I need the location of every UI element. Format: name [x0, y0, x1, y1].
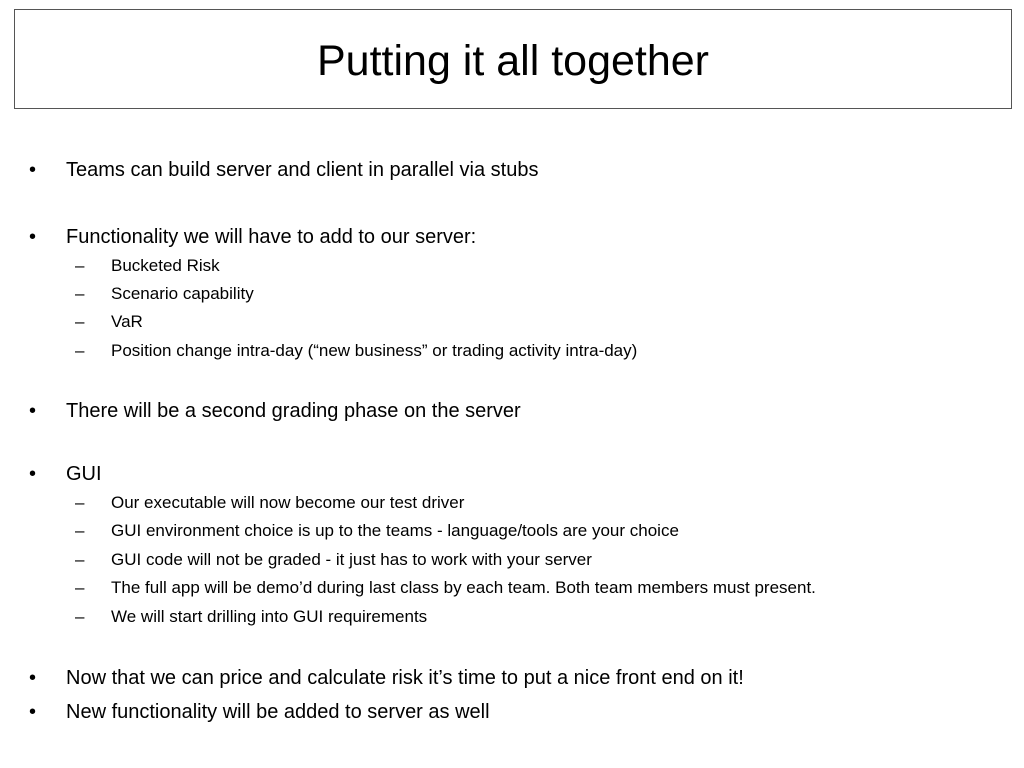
sub-item: – GUI code will not be graded - it just h… [75, 550, 592, 570]
sub-item-text: Position change intra-day (“new business… [111, 341, 638, 360]
dash-mark: – [75, 341, 85, 360]
title-box: Putting it all together [14, 9, 1012, 109]
bullet-item: • New functionality will be added to serv… [29, 700, 490, 724]
dash-mark: – [75, 493, 85, 512]
sub-item: – Bucketed Risk [75, 256, 220, 276]
bullet-text: Functionality we will have to add to our… [66, 226, 477, 248]
sub-item: – Scenario capability [75, 284, 254, 304]
sub-item-text: Our executable will now become our test … [111, 493, 465, 512]
bullet-mark: • [29, 701, 37, 723]
bullet-mark: • [29, 463, 37, 485]
sub-item: – VaR [75, 312, 143, 332]
sub-item-text: Bucketed Risk [111, 256, 220, 275]
sub-item: – We will start drilling into GUI require… [75, 607, 427, 627]
slide-title: Putting it all together [316, 36, 710, 85]
bullet-item: • Teams can build server and client in pa… [29, 158, 538, 182]
bullet-text: There will be a second grading phase on … [66, 400, 521, 422]
sub-item: – GUI environment choice is up to the tea… [75, 521, 679, 541]
sub-item: – The full app will be demo’d during last… [75, 578, 816, 598]
bullet-mark: • [29, 159, 37, 181]
bullet-mark: • [29, 667, 37, 689]
bullet-mark: • [29, 400, 37, 422]
sub-item: – Our executable will now become our test… [75, 493, 464, 513]
dash-mark: – [75, 550, 85, 569]
sub-item-text: GUI code will not be graded - it just ha… [111, 550, 592, 569]
bullet-text: New functionality will be added to serve… [66, 701, 490, 723]
bullet-item: • There will be a second grading phase on… [29, 399, 521, 423]
dash-mark: – [75, 312, 85, 331]
sub-item-text: The full app will be demo’d during last … [111, 578, 816, 597]
sub-item-text: VaR [111, 312, 143, 331]
bullet-item: • Functionality we will have to add to ou… [29, 225, 476, 249]
sub-item-text: GUI environment choice is up to the team… [111, 521, 679, 540]
sub-item-text: We will start drilling into GUI requirem… [111, 607, 428, 626]
bullet-mark: • [29, 226, 37, 248]
bullet-text: GUI [66, 463, 102, 485]
bullet-item: • GUI [29, 462, 102, 486]
bullet-text: Now that we can price and calculate risk… [66, 667, 744, 689]
dash-mark: – [75, 578, 85, 597]
bullet-text: Teams can build server and client in par… [66, 159, 539, 181]
sub-item: – Position change intra-day (“new busines… [75, 341, 637, 361]
bullet-item: • Now that we can price and calculate ris… [29, 666, 744, 690]
dash-mark: – [75, 607, 85, 626]
dash-mark: – [75, 521, 85, 540]
dash-mark: – [75, 256, 85, 275]
sub-item-text: Scenario capability [111, 284, 254, 303]
dash-mark: – [75, 284, 85, 303]
